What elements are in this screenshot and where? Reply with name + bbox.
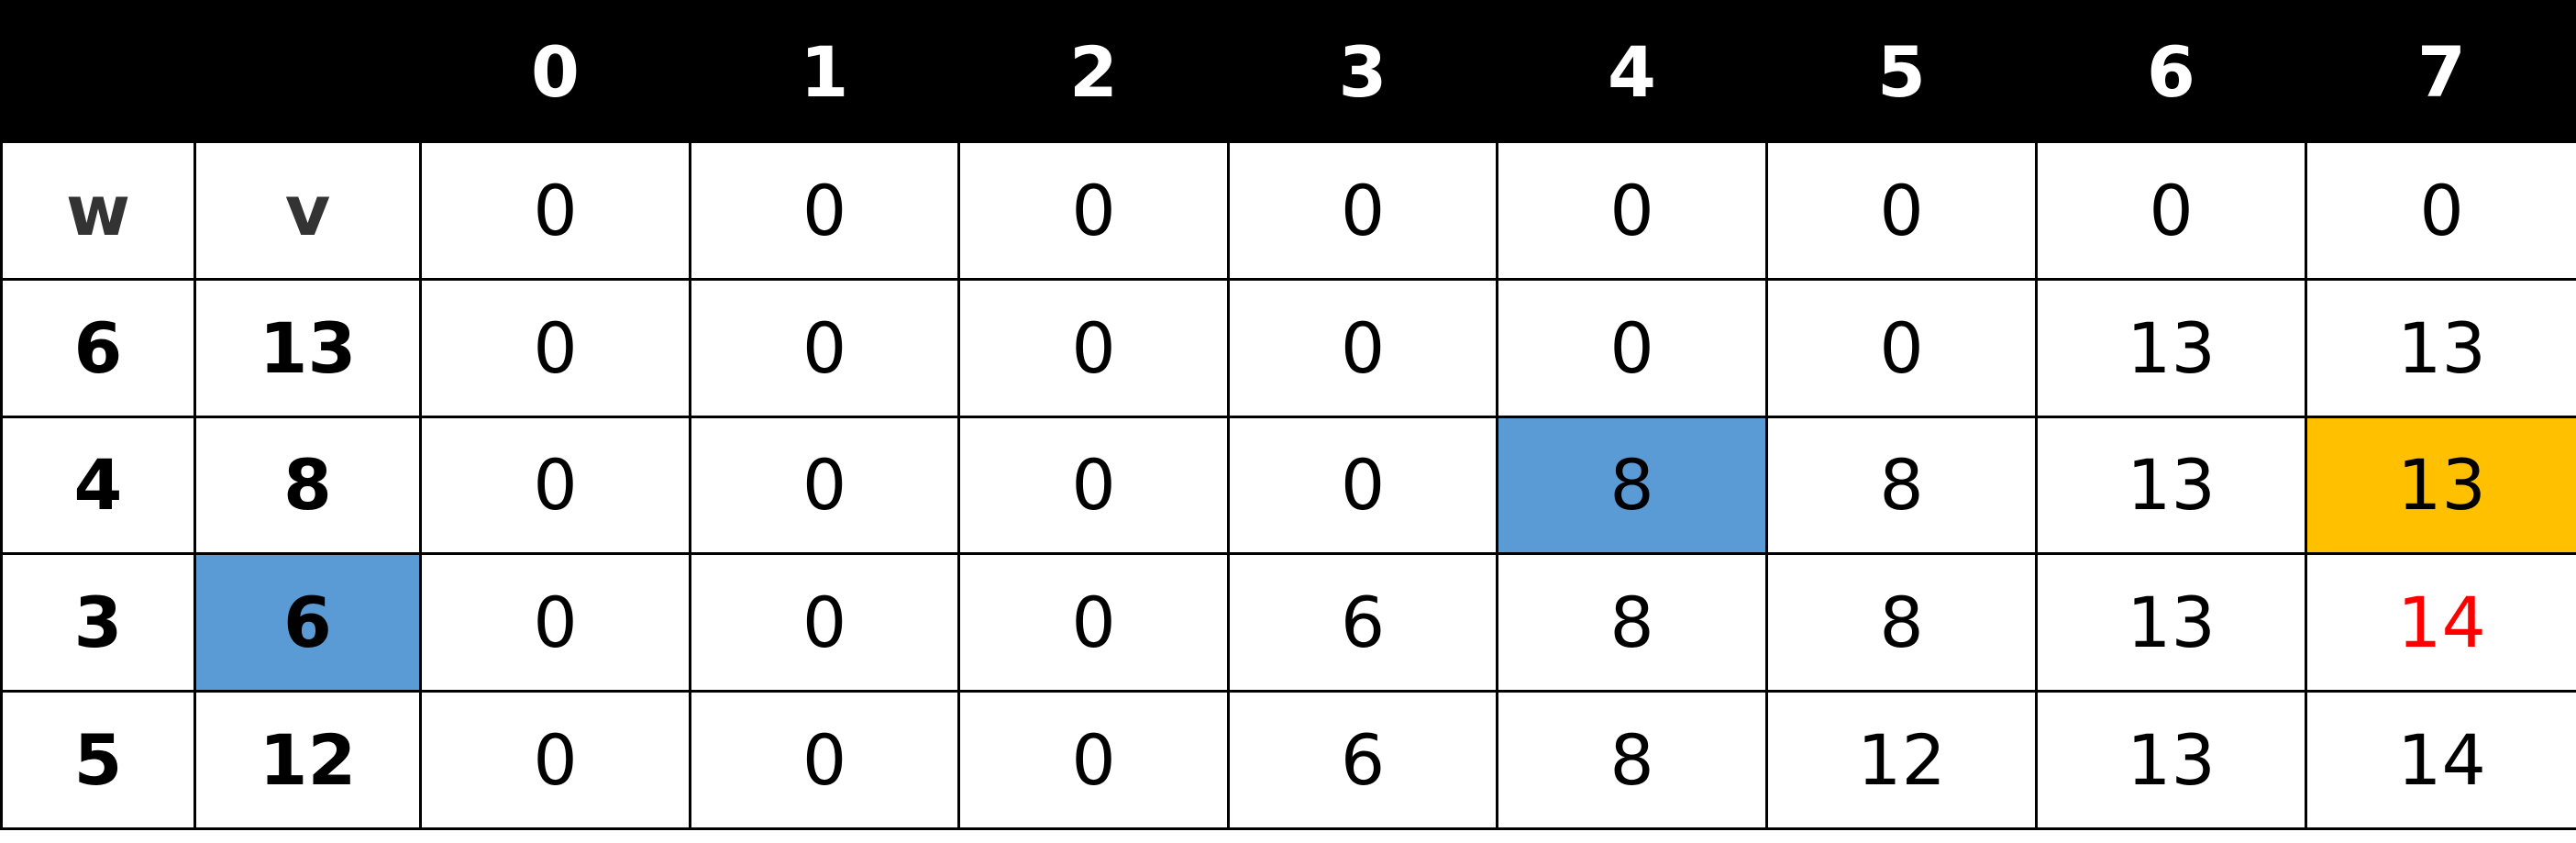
item-weight: 3 <box>0 552 196 693</box>
dp-cell: 0 <box>419 690 691 830</box>
dp-cell: 0 <box>419 552 691 693</box>
dp-cell: 13 <box>2035 277 2307 418</box>
capacity-header: 5 <box>1765 0 2038 143</box>
capacity-header: 0 <box>419 0 691 143</box>
item-row: 4 8 0 0 0 0 8 8 13 13 <box>0 415 2576 556</box>
dp-cell: 0 <box>419 277 691 418</box>
header-row: 0 1 2 3 4 5 6 7 <box>0 0 2576 143</box>
dp-cell: 13 <box>2035 552 2307 693</box>
dp-cell: 0 <box>957 552 1230 693</box>
dp-cell: 0 <box>2305 140 2576 281</box>
dp-cell: 0 <box>419 415 691 556</box>
capacity-header: 7 <box>2305 0 2576 143</box>
dp-cell: 0 <box>1496 140 1768 281</box>
dp-cell: 0 <box>1765 140 2038 281</box>
capacity-header: 3 <box>1227 0 1498 143</box>
dp-cell: 0 <box>1765 277 2038 418</box>
dp-cell: 14 <box>2305 690 2576 830</box>
dp-cell: 13 <box>2305 277 2576 418</box>
dp-cell: 12 <box>1765 690 2038 830</box>
item-weight: 6 <box>0 277 196 418</box>
dp-cell: 8 <box>1496 690 1768 830</box>
dp-cell: 8 <box>1765 552 2038 693</box>
corner-cell <box>193 0 422 143</box>
dp-cell: 6 <box>1227 690 1498 830</box>
dp-cell: 0 <box>689 552 960 693</box>
dp-cell: 0 <box>957 277 1230 418</box>
dp-cell: 6 <box>1227 552 1498 693</box>
capacity-header: 2 <box>957 0 1230 143</box>
dp-cell: 0 <box>689 140 960 281</box>
capacity-header: 6 <box>2035 0 2307 143</box>
item-weight: 4 <box>0 415 196 556</box>
dp-cell-highlighted-gold: 13 <box>2305 415 2576 556</box>
dp-cell-red-text: 14 <box>2305 552 2576 693</box>
dp-cell: 0 <box>1496 277 1768 418</box>
item-row: 6 13 0 0 0 0 0 0 13 13 <box>0 277 2576 418</box>
dp-cell: 8 <box>1765 415 2038 556</box>
dp-cell: 0 <box>1227 277 1498 418</box>
dp-cell: 0 <box>2035 140 2307 281</box>
item-value: 12 <box>193 690 422 830</box>
item-value: 8 <box>193 415 422 556</box>
corner-cell <box>0 0 196 143</box>
dp-cell-highlighted-blue: 8 <box>1496 415 1768 556</box>
dp-cell: 0 <box>689 415 960 556</box>
dp-cell: 8 <box>1496 552 1768 693</box>
labels-row: w v 0 0 0 0 0 0 0 0 <box>0 140 2576 281</box>
item-row: 5 12 0 0 0 6 8 12 13 14 <box>0 690 2576 830</box>
dp-cell: 0 <box>419 140 691 281</box>
dp-cell: 0 <box>689 277 960 418</box>
item-row: 3 6 0 0 0 6 8 8 13 14 <box>0 552 2576 693</box>
dp-cell: 0 <box>689 690 960 830</box>
dp-cell: 13 <box>2035 690 2307 830</box>
capacity-header: 1 <box>689 0 960 143</box>
value-column-label: v <box>193 140 422 281</box>
dp-cell: 0 <box>1227 140 1498 281</box>
item-weight: 5 <box>0 690 196 830</box>
capacity-header: 4 <box>1496 0 1768 143</box>
dp-cell: 0 <box>957 690 1230 830</box>
dp-cell: 0 <box>957 140 1230 281</box>
dp-cell: 13 <box>2035 415 2307 556</box>
dp-cell: 0 <box>957 415 1230 556</box>
item-value-highlighted-blue: 6 <box>193 552 422 693</box>
dp-cell: 0 <box>1227 415 1498 556</box>
item-value: 13 <box>193 277 422 418</box>
weight-column-label: w <box>0 140 196 281</box>
